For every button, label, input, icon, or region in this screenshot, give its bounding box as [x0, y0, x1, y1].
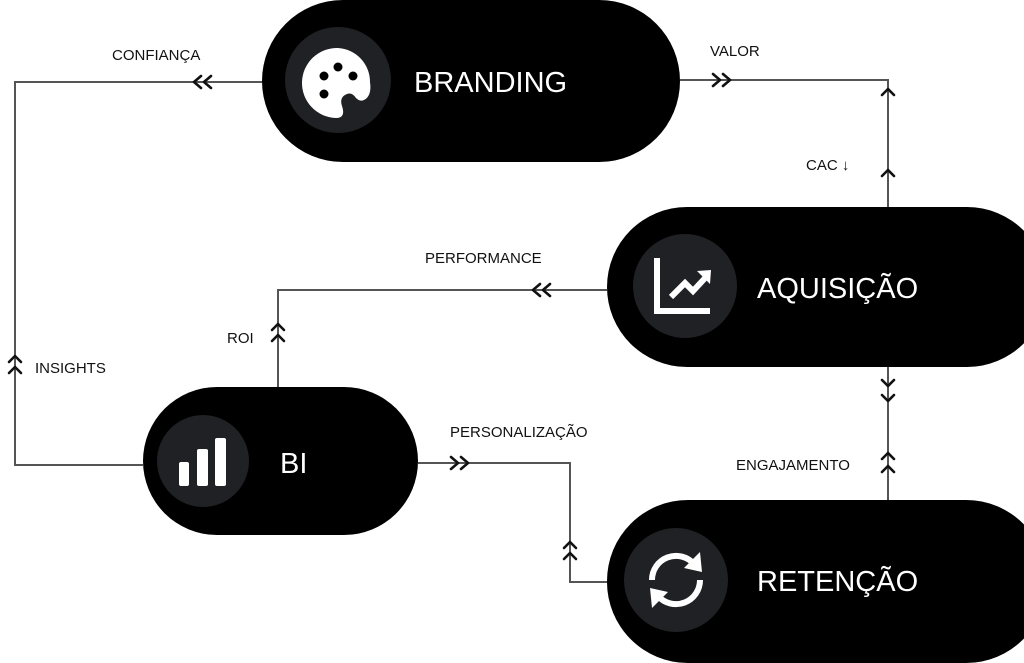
- connector-branding-aquisicao: [680, 72, 896, 207]
- node-label: BRANDING: [414, 67, 567, 99]
- connector-aquisicao-retencao: [880, 367, 896, 500]
- node-retencao[interactable]: RETENÇÃO: [607, 500, 1024, 663]
- node-branding[interactable]: BRANDING: [262, 0, 680, 162]
- bar-chart-icon: [179, 438, 226, 486]
- node-label: RETENÇÃO: [757, 564, 918, 598]
- sync-icon: [648, 552, 704, 608]
- chevron-right-icon: [711, 72, 732, 88]
- edge-label-performance: PERFORMANCE: [425, 250, 542, 267]
- connector-bi-retencao: [418, 455, 607, 583]
- node-aquisicao[interactable]: AQUISIÇÃO: [607, 207, 1024, 367]
- palette-icon: [301, 47, 371, 119]
- connector-aquisicao-bi: [270, 282, 607, 387]
- node-bi[interactable]: BI: [143, 387, 418, 535]
- edge-label-engajamento: ENGAJAMENTO: [736, 457, 850, 474]
- chevron-right-icon: [449, 455, 470, 471]
- chevron-up-icon: [880, 87, 896, 97]
- trending-up-chart-icon: [654, 258, 711, 314]
- chevron-up-icon: [562, 540, 578, 561]
- node-label: BI: [280, 448, 307, 480]
- edge-label-insights: INSIGHTS: [35, 360, 106, 377]
- edge-label-cac: CAC ↓: [806, 157, 849, 174]
- node-label: AQUISIÇÃO: [757, 271, 918, 305]
- chevron-up-icon: [880, 451, 896, 474]
- chevron-left-icon: [192, 74, 213, 90]
- chevron-up-icon: [880, 168, 896, 178]
- edge-label-valor: VALOR: [710, 43, 760, 60]
- connector-branding-bi: [7, 74, 262, 466]
- edge-label-personalizacao: PERSONALIZAÇÃO: [450, 424, 588, 441]
- chevron-left-icon: [531, 282, 552, 298]
- chevron-up-icon: [270, 322, 286, 343]
- edge-label-confianca: CONFIANÇA: [112, 47, 200, 64]
- chevron-up-icon: [7, 354, 23, 375]
- chevron-down-icon: [880, 378, 896, 403]
- edge-label-roi: ROI: [227, 330, 254, 347]
